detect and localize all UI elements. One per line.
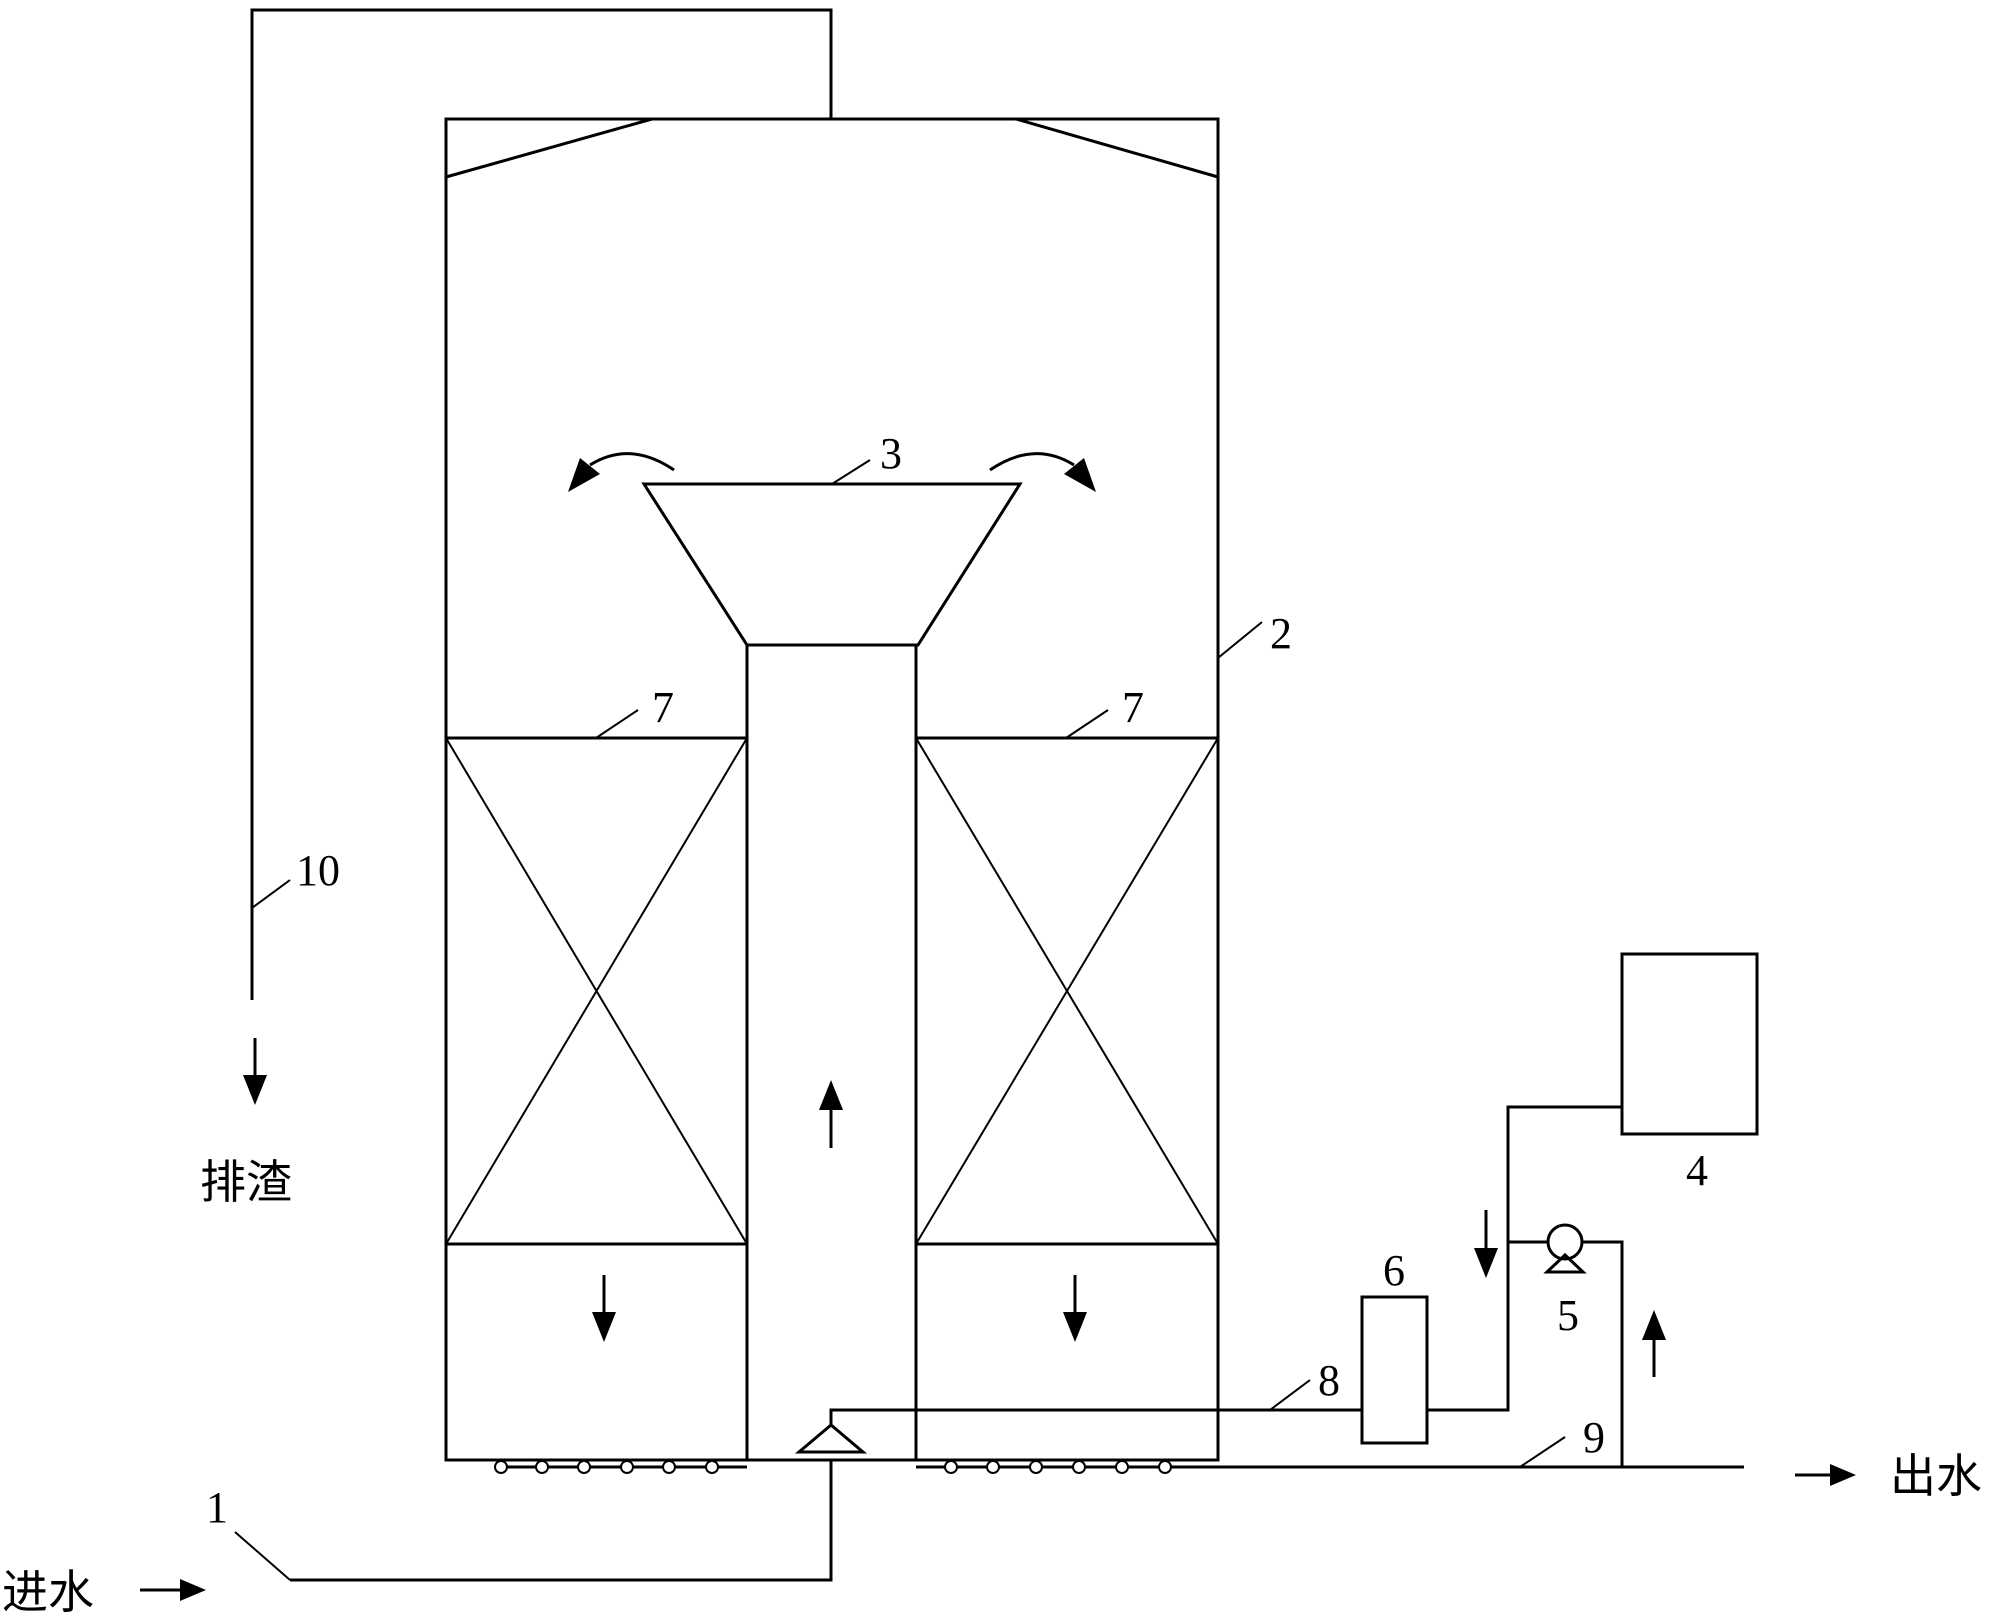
inlet-pipe [290, 1460, 833, 1582]
slag-discharge-pipe [250, 8, 833, 1000]
label-6: 6 [1383, 1246, 1405, 1295]
slag-discharge-label: 排渣 [200, 1155, 292, 1209]
air-supply-pipe [1427, 1105, 1622, 1412]
air-source-tank [1620, 952, 1759, 1136]
label-9: 9 [1583, 1413, 1605, 1462]
label-8: 8 [1318, 1356, 1340, 1405]
outlet-arrow [1795, 1464, 1856, 1486]
inlet-arrow [140, 1579, 206, 1601]
label-5: 5 [1557, 1291, 1579, 1340]
air-pipe [829, 1408, 1362, 1412]
central-riser [745, 643, 918, 1460]
label-7-right: 7 [1122, 683, 1144, 732]
reactor-tank [444, 117, 1220, 1462]
riser-up-arrow [819, 1080, 843, 1148]
right-overflow-arrow [989, 452, 1096, 492]
leader-lines [234, 459, 1566, 1581]
label-4: 4 [1686, 1146, 1708, 1195]
aeration-nozzle [794, 1412, 868, 1454]
air-down-arrow [1474, 1210, 1498, 1278]
slag-down-arrow [243, 1038, 267, 1105]
flow-meter [1360, 1295, 1429, 1445]
downflow-arrow-left [592, 1275, 616, 1342]
label-2: 2 [1270, 609, 1292, 658]
label-10: 10 [296, 846, 340, 895]
recirculation-riser [1582, 1240, 1624, 1467]
label-3: 3 [880, 429, 902, 478]
pump-icon [1543, 1223, 1587, 1274]
label-1: 1 [206, 1483, 228, 1532]
distributor-cone [641, 482, 1023, 647]
outlet-label: 出水 [1890, 1449, 1982, 1503]
label-7-left: 7 [652, 683, 674, 732]
left-overflow-arrow [568, 452, 675, 492]
downflow-arrow-right [1063, 1275, 1087, 1342]
recirculation-up-arrow [1642, 1310, 1666, 1377]
collection-pipe [494, 1460, 1744, 1474]
packing-left [444, 736, 749, 1246]
packing-right [914, 736, 1220, 1246]
inlet-label: 进水 [2, 1565, 94, 1612]
